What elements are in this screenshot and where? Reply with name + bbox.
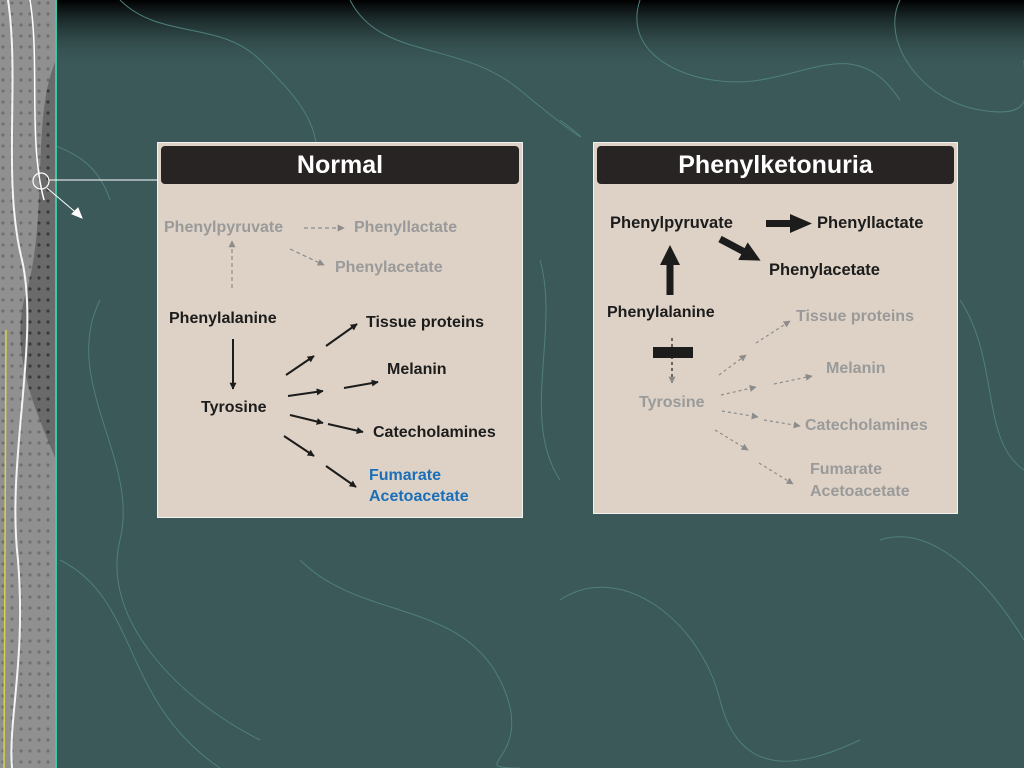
pku-arrows bbox=[653, 214, 813, 485]
pku-catecholamines-label: Catecholamines bbox=[805, 417, 928, 434]
pku-phenylacetate-label: Phenylacetate bbox=[769, 261, 880, 279]
pku-tyrosine-label: Tyrosine bbox=[639, 394, 705, 411]
pku-arrow-tyr-to-catechol-2 bbox=[763, 419, 801, 429]
normal-arrow-tyr-to-catechol-2 bbox=[327, 423, 364, 435]
normal-phenyllactate-label: Phenyllactate bbox=[354, 219, 458, 236]
normal-arrow-tyr-to-proteins-2 bbox=[325, 323, 358, 347]
normal-panel-title: Normal bbox=[161, 146, 519, 184]
normal-arrow-tyr-to-fumarate-2 bbox=[325, 465, 357, 488]
pku-arrow-tyr-to-melanin-1 bbox=[720, 384, 757, 396]
normal-tissue-proteins-label: Tissue proteins bbox=[366, 314, 484, 331]
pku-panel-title: Phenylketonuria bbox=[597, 146, 954, 184]
pku-pathway-panel: Phenylketonuria bbox=[593, 142, 958, 514]
pku-arrow-tyr-to-proteins-1 bbox=[718, 354, 747, 376]
pku-melanin-label: Melanin bbox=[826, 360, 886, 377]
pku-phenyllactate-label: Phenyllactate bbox=[817, 214, 924, 232]
normal-arrows bbox=[228, 224, 379, 488]
pku-enzyme-block-bar bbox=[653, 347, 693, 358]
pku-acetoacetate-label: Acetoacetate bbox=[810, 483, 910, 500]
normal-phenylalanine-label: Phenylalanine bbox=[169, 310, 277, 327]
normal-acetoacetate-label: Acetoacetate bbox=[369, 488, 469, 505]
normal-pathway-panel: Normal Phenylpyruvate Phenyl bbox=[157, 142, 523, 518]
normal-fumarate-label: Fumarate bbox=[369, 467, 442, 484]
pku-arrow-tyr-to-melanin-2 bbox=[773, 373, 813, 385]
pku-arrow-pyruvate-to-lactate bbox=[766, 214, 812, 233]
pku-arrow-tyr-to-proteins-2 bbox=[755, 320, 791, 344]
normal-phenylacetate-label: Phenylacetate bbox=[335, 259, 443, 276]
pku-arrow-pyruvate-to-acetate bbox=[718, 235, 761, 261]
pku-phenylalanine-label: Phenylalanine bbox=[607, 304, 715, 321]
pku-tissue-proteins-label: Tissue proteins bbox=[796, 308, 914, 325]
pku-arrow-phe-to-pyruvate bbox=[660, 245, 680, 295]
normal-arrow-tyr-to-melanin-1 bbox=[287, 388, 324, 397]
pku-arrow-tyr-to-fumarate-2 bbox=[758, 462, 794, 485]
pku-arrow-tyr-to-fumarate-1 bbox=[714, 429, 749, 451]
pku-fumarate-label: Fumarate bbox=[810, 461, 883, 478]
normal-arrow-pyruvate-to-acetate bbox=[289, 248, 325, 266]
normal-tyrosine-label: Tyrosine bbox=[201, 399, 267, 416]
pku-phenylpyruvate-label: Phenylpyruvate bbox=[610, 214, 733, 232]
normal-catecholamines-label: Catecholamines bbox=[373, 424, 496, 441]
pku-arrow-tyr-to-catechol-1 bbox=[721, 410, 759, 420]
normal-arrow-tyr-to-catechol-1 bbox=[289, 414, 324, 425]
normal-arrow-tyr-to-proteins-1 bbox=[285, 355, 315, 376]
normal-phenylpyruvate-label: Phenylpyruvate bbox=[164, 219, 284, 236]
normal-melanin-label: Melanin bbox=[387, 361, 447, 378]
normal-arrow-tyr-to-melanin-2 bbox=[343, 379, 379, 389]
normal-arrow-tyr-to-fumarate-1 bbox=[283, 435, 315, 457]
